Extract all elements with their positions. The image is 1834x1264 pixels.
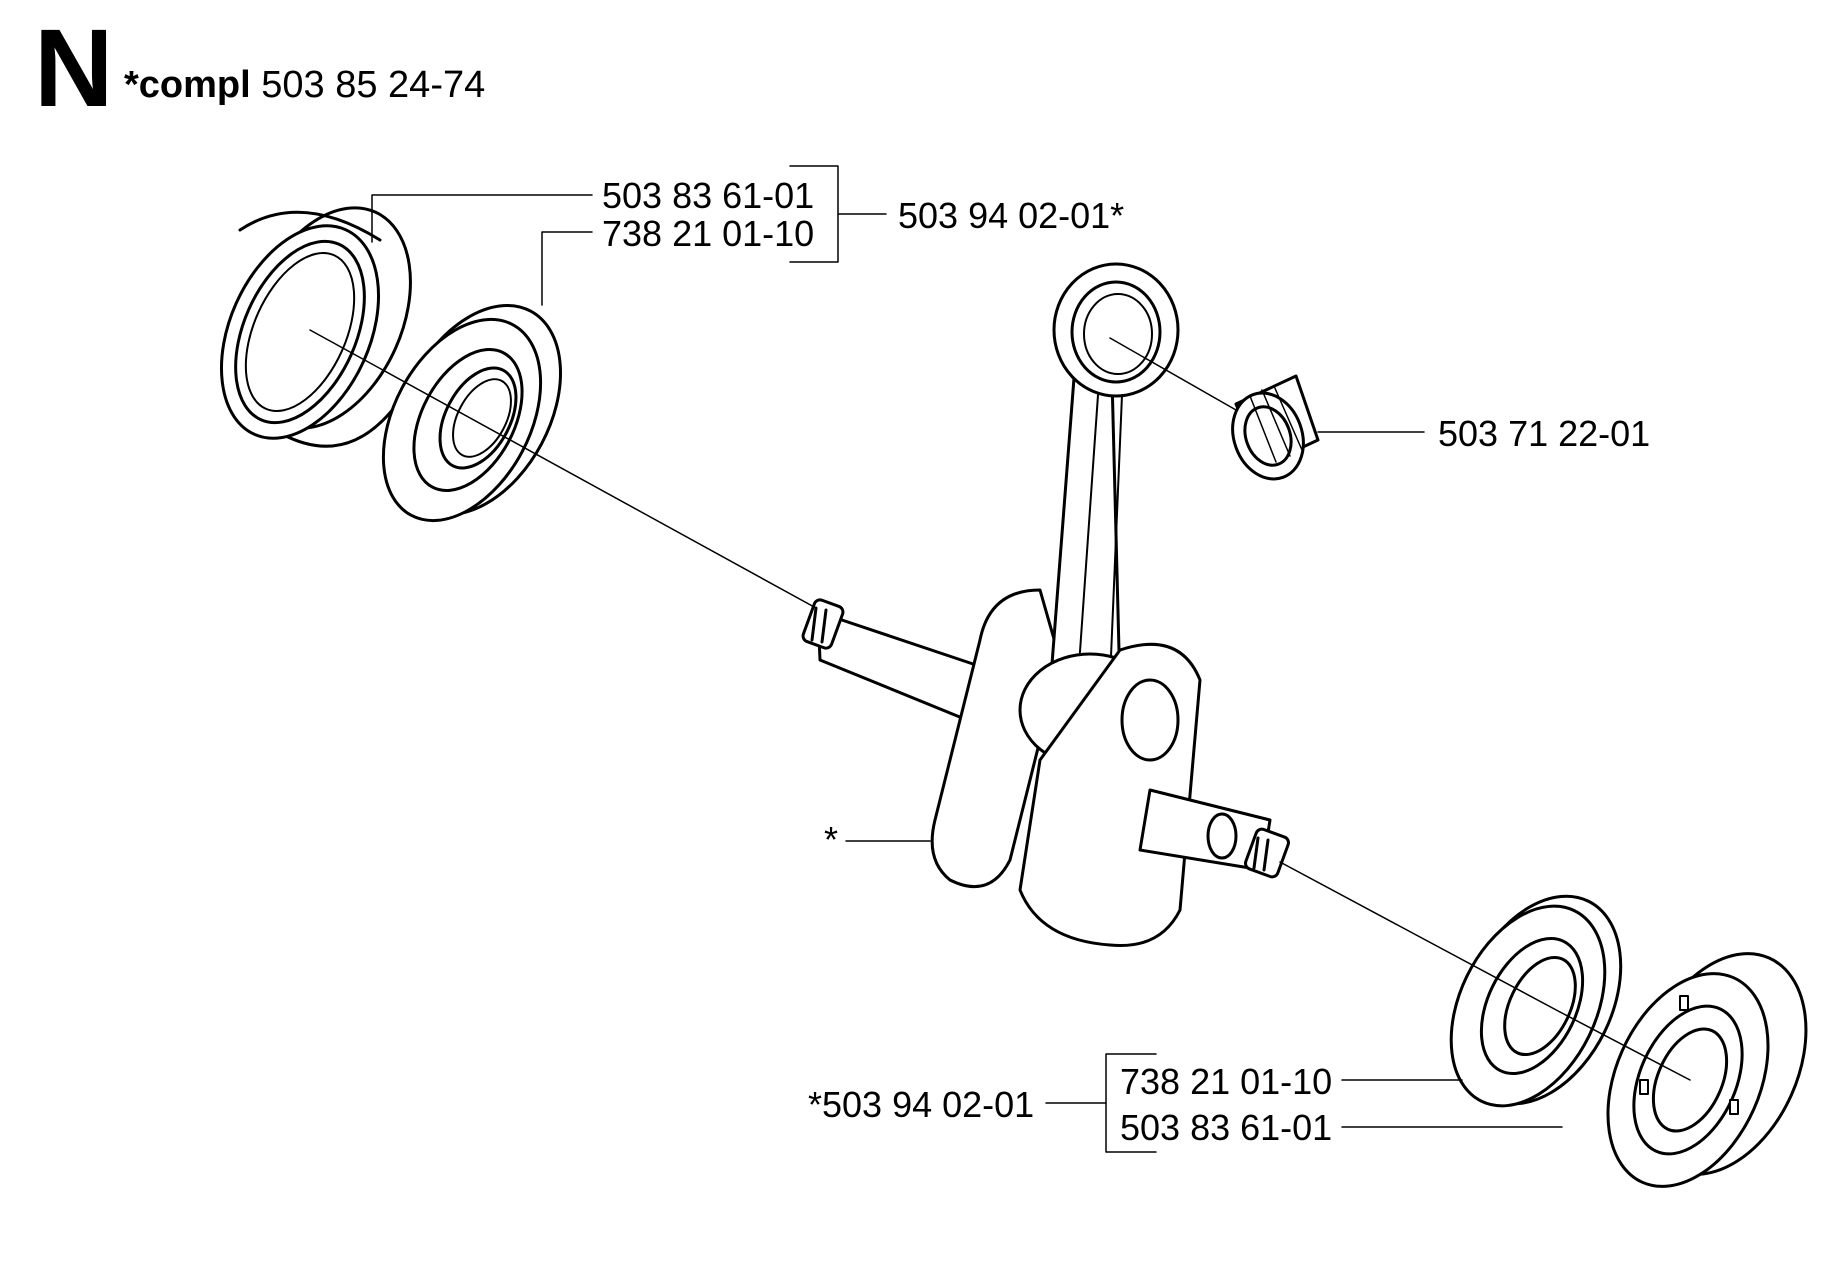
needle-bearing-drawing (1231, 374, 1320, 481)
callout-bottom-bearing-housing: 503 83 61-01 (1120, 1107, 1333, 1148)
crankshaft-drawing (801, 262, 1290, 948)
section-letter: N (34, 7, 114, 130)
bottom-bearing-housing-drawing (1606, 952, 1808, 1188)
assembly-heading: *compl 503 85 24-74 (124, 66, 485, 104)
callout-leader-lines (371, 165, 1563, 1153)
compl-part-number: 503 85 24-74 (261, 64, 486, 106)
callout-top-bearing-housing: 503 83 61-01 (602, 175, 815, 216)
top-ball-bearing-drawing (381, 303, 562, 523)
callout-crankshaft-marker: * (824, 819, 839, 860)
callout-top-group-ref: 503 94 02-01* (898, 195, 1125, 236)
compl-label: *compl (124, 64, 251, 106)
callout-bottom-group-ref: *503 94 02-01 (808, 1084, 1035, 1125)
bottom-ball-bearing-drawing (1449, 894, 1623, 1108)
assembly-axis-lines (309, 329, 1691, 1081)
callout-needle-bearing: 503 71 22-01 (1438, 413, 1651, 454)
callout-top-ball-bearing: 738 21 01-10 (602, 213, 815, 254)
top-bearing-housing-drawing (219, 206, 412, 448)
callout-bottom-ball-bearing: 738 21 01-10 (1120, 1061, 1333, 1102)
